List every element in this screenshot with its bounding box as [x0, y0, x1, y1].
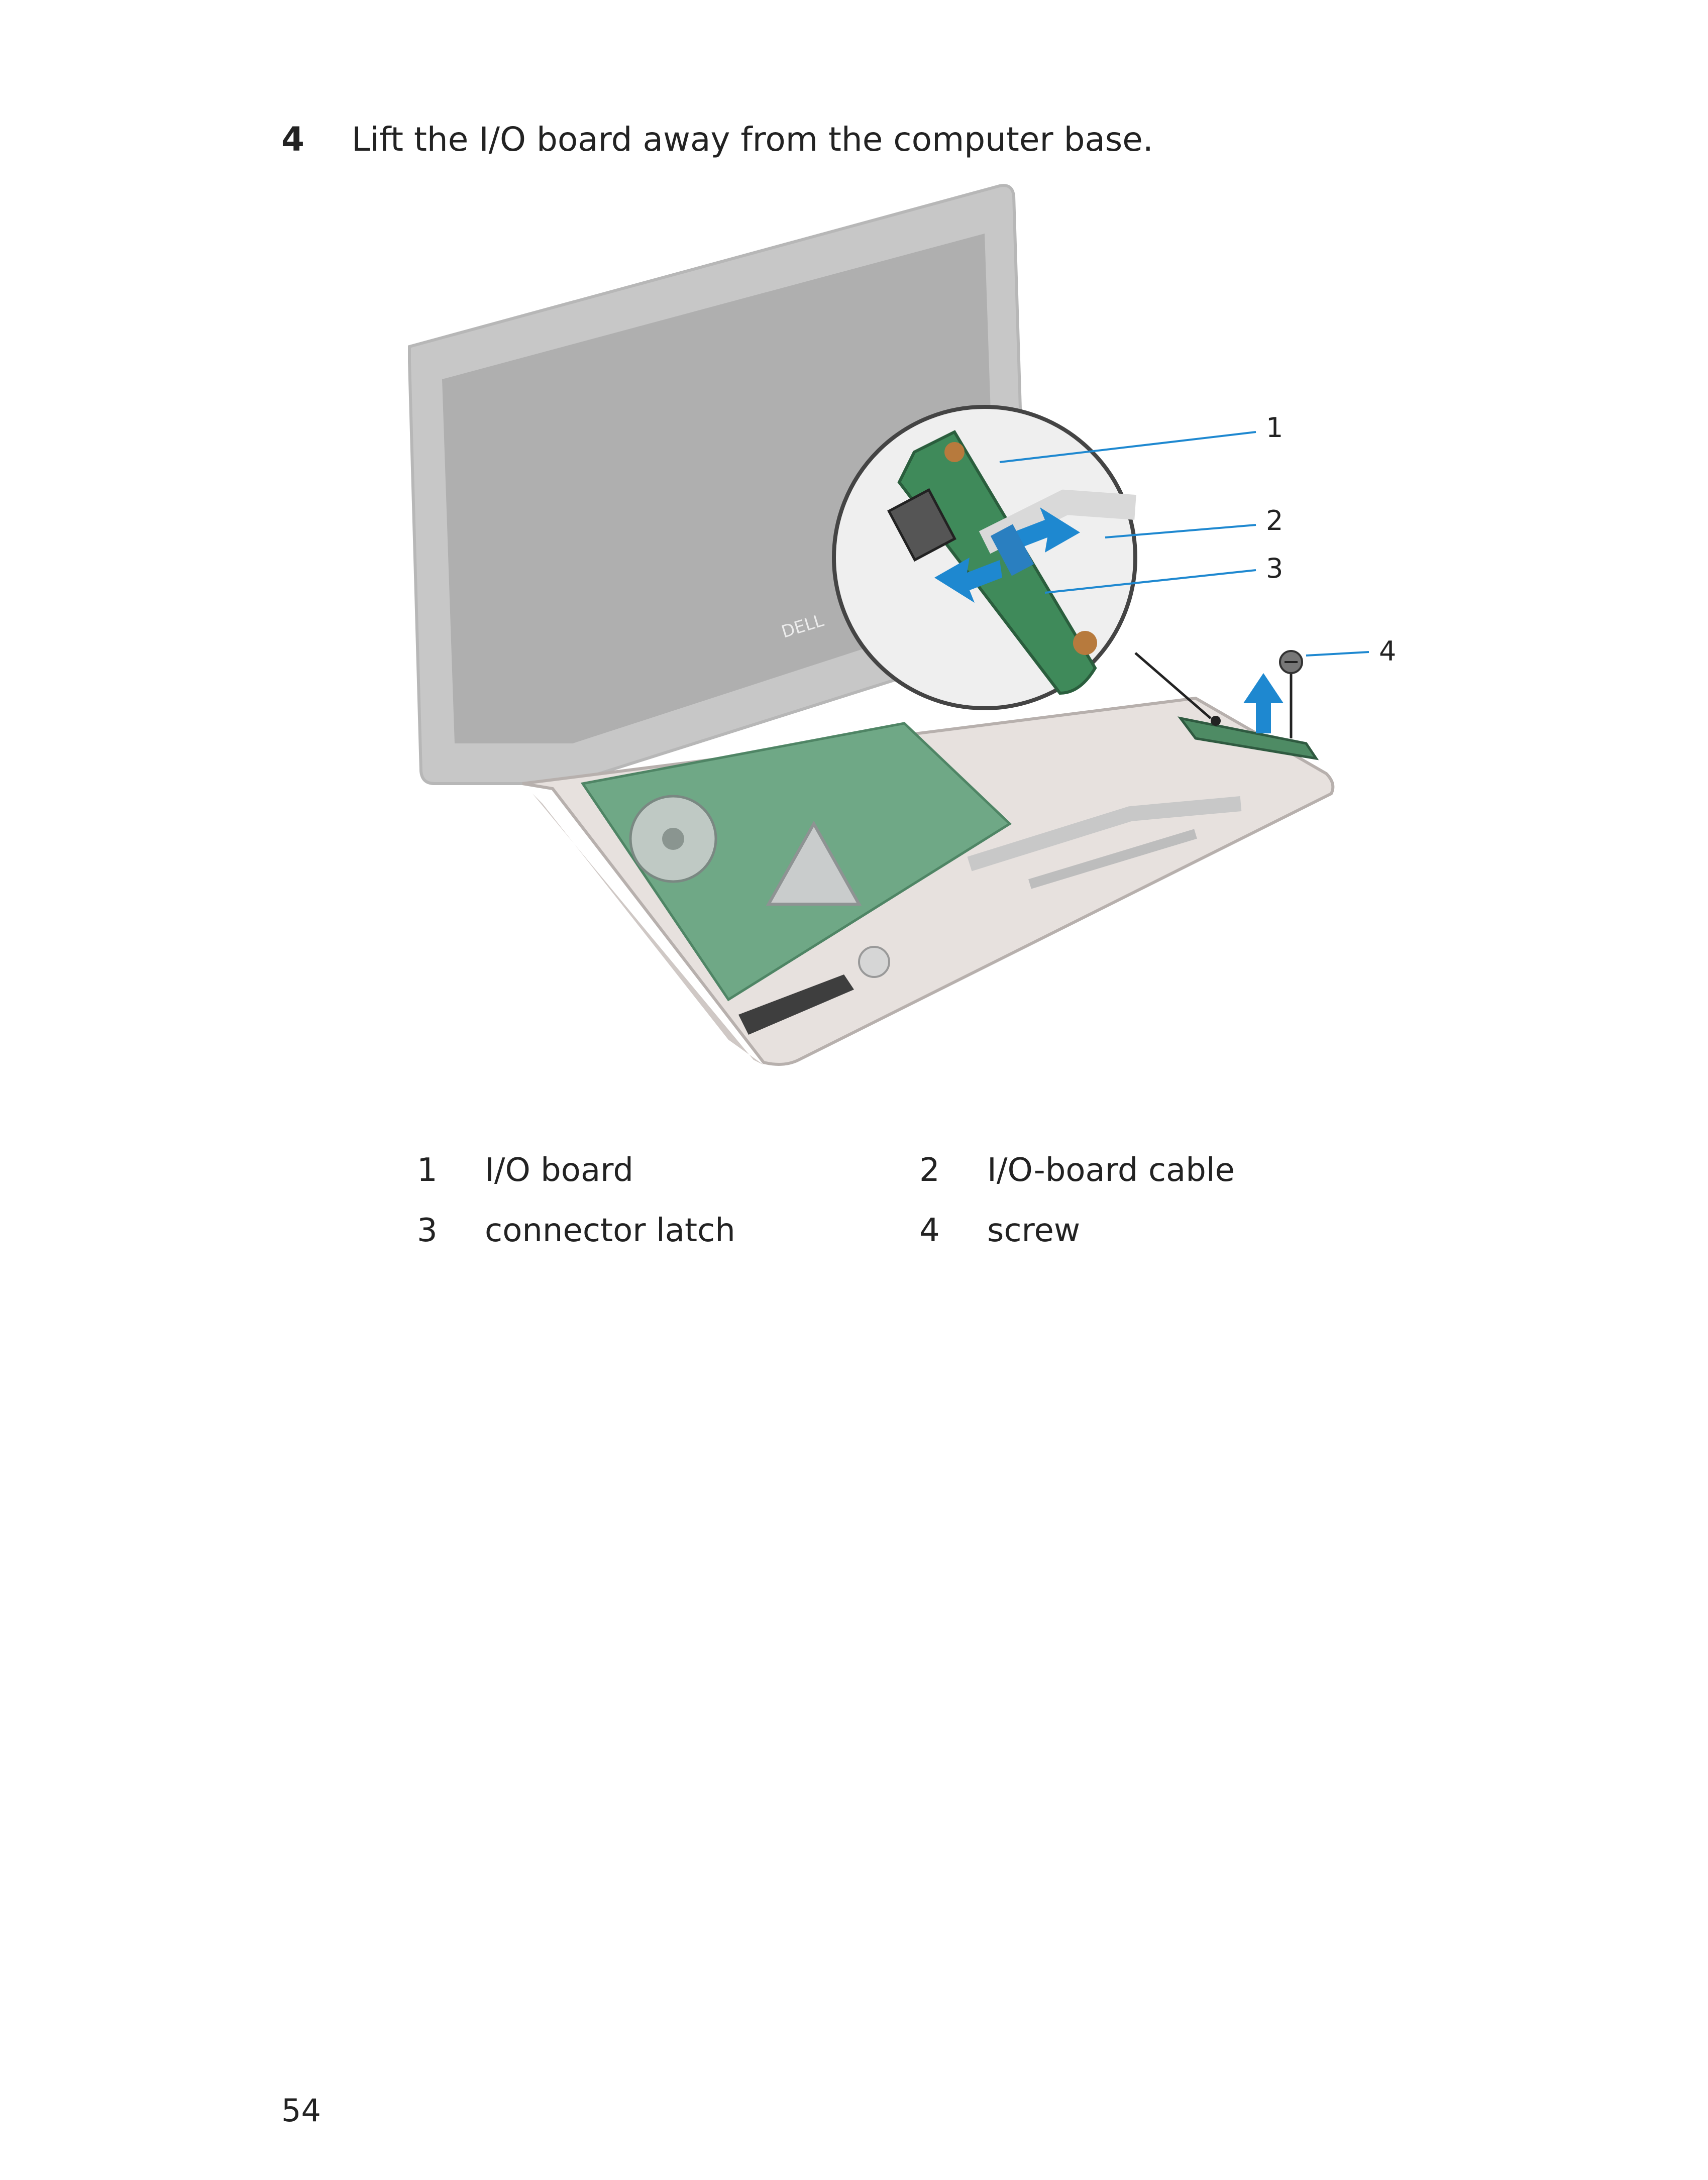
legend-label: connector latch: [485, 1212, 735, 1249]
callout-1: 1: [1266, 412, 1283, 444]
legend-number: 4: [919, 1212, 940, 1249]
step-instruction: 4 Lift the I/O board away from the compu…: [281, 120, 1153, 159]
step-number: 4: [281, 120, 304, 159]
callout-lines: [999, 431, 1369, 657]
legend-row: 1 I/O board 2 I/O-board cable: [417, 1140, 1422, 1201]
legend-row: 3 connector latch 4 screw: [417, 1201, 1422, 1261]
legend-item: 4 screw: [919, 1212, 1422, 1249]
legend-number: 2: [919, 1152, 940, 1189]
legend-number: 3: [417, 1212, 438, 1249]
page-number: 54: [281, 2092, 321, 2129]
legend-label: I/O-board cable: [987, 1152, 1235, 1189]
step-text: Lift the I/O board away from the compute…: [352, 120, 1153, 159]
callout-3: 3: [1266, 553, 1283, 584]
screw-icon: [1279, 650, 1303, 738]
figure-legend: 1 I/O board 2 I/O-board cable 3 connecto…: [417, 1140, 1422, 1261]
legend-number: 1: [417, 1152, 438, 1189]
legend-label: screw: [987, 1212, 1081, 1249]
legend-item: 2 I/O-board cable: [919, 1152, 1422, 1189]
callout-2: 2: [1266, 505, 1283, 536]
legend-label: I/O board: [485, 1152, 633, 1189]
callout-4: 4: [1379, 635, 1396, 667]
legend-item: 1 I/O board: [417, 1152, 919, 1189]
computer-base: [522, 696, 1335, 1066]
legend-item: 3 connector latch: [417, 1212, 919, 1249]
laptop-illustration: DELL: [408, 184, 1396, 1066]
lift-arrow: [1243, 673, 1284, 733]
magnified-inset: [832, 405, 1221, 726]
